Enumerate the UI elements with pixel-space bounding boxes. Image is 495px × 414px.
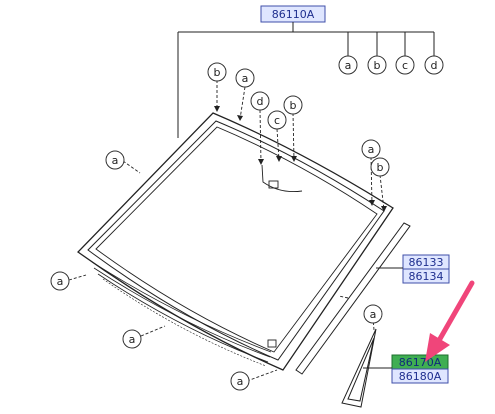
callout-a-molding: a (363, 304, 383, 324)
callout-b-right: b (370, 157, 390, 177)
svg-text:b: b (290, 99, 297, 112)
svg-text:a: a (129, 333, 136, 346)
callout-a-upper-left: a (235, 68, 255, 88)
svg-text:a: a (112, 154, 119, 167)
callout-d-upper: d (250, 91, 270, 111)
callout-b-top: b (367, 55, 387, 75)
callout-arrowheads (214, 106, 387, 212)
callout-a-right-upper: a (361, 139, 381, 159)
callout-b-upper: b (283, 95, 303, 115)
svg-text:a: a (242, 72, 249, 85)
label-86170A-text: 86170A (399, 356, 442, 369)
callout-b-upper-left: b (207, 62, 227, 82)
svg-text:c: c (402, 59, 408, 72)
callout-a-top: a (338, 55, 358, 75)
callout-a-bottom-center: a (230, 371, 250, 391)
svg-text:b: b (374, 59, 381, 72)
callout-a-bottom: a (122, 329, 142, 349)
callout-c-top: c (395, 55, 415, 75)
svg-text:a: a (237, 375, 244, 388)
label-86133[interactable]: 86133 (402, 254, 450, 270)
pink-pointer-arrow (425, 280, 475, 362)
svg-text:a: a (345, 59, 352, 72)
callout-c-upper: c (267, 110, 287, 130)
svg-text:b: b (377, 161, 384, 174)
label-86134[interactable]: 86134 (402, 268, 450, 284)
svg-text:c: c (274, 114, 280, 127)
svg-text:d: d (431, 59, 438, 72)
label-86133-text: 86133 (409, 256, 444, 269)
callout-a-lower-left: a (50, 271, 70, 291)
label-86170A[interactable]: 86170A (391, 354, 449, 370)
svg-text:a: a (370, 308, 377, 321)
label-86134-text: 86134 (409, 270, 444, 283)
svg-text:a: a (57, 275, 64, 288)
windshield-glass (77, 112, 394, 371)
svg-text:b: b (214, 66, 221, 79)
label-86110A-text: 86110A (272, 8, 315, 21)
molding-strip (295, 222, 411, 375)
main-label-leaders (177, 22, 435, 138)
label-86110A[interactable]: 86110A (260, 5, 326, 23)
label-86180A[interactable]: 86180A (391, 368, 449, 384)
callout-a-left: a (105, 150, 125, 170)
svg-text:d: d (257, 95, 264, 108)
label-86180A-text: 86180A (399, 370, 442, 383)
callout-d-top: d (424, 55, 444, 75)
svg-text:a: a (368, 143, 375, 156)
